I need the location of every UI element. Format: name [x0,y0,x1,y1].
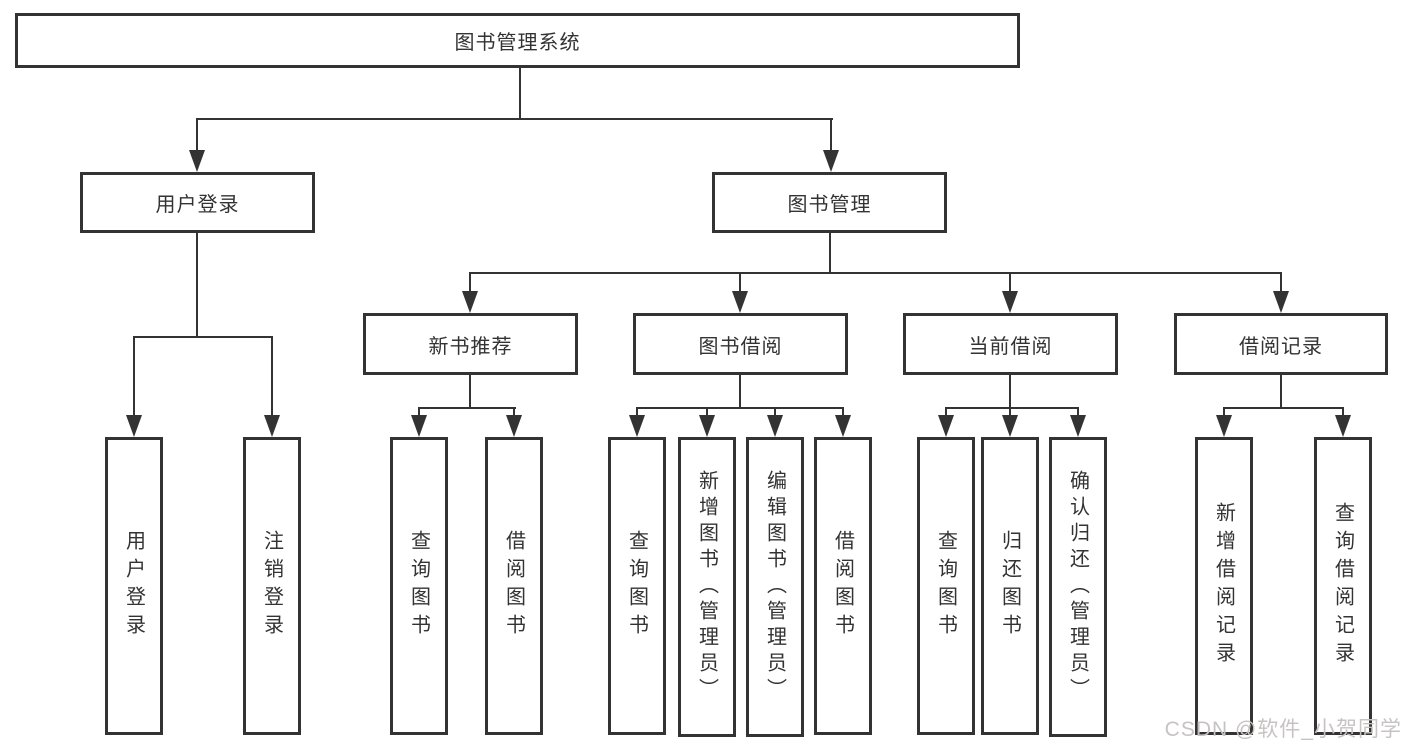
arrowhead-book-borrow-icon [732,291,748,313]
arrowhead-bb-borrow-icon [835,415,851,437]
connector-root-stem [519,68,521,120]
node-leaf-logout: 注销登录 [243,437,301,735]
connector-borrow-records-rail [1223,407,1344,409]
connector-nb-query-drop [418,407,420,419]
node-leaf-bb-borrow: 借阅图书 [814,437,872,735]
node-book-borrow: 图书借阅 [633,313,848,375]
connector-user-login-rail [133,336,273,338]
connector-current-borrow-drop [1009,272,1011,294]
connector-new-books-stem [469,375,471,409]
arrowhead-current-borrow-icon [1002,291,1018,313]
connector-book-borrow-stem [739,375,741,409]
connector-current-borrow-rail [945,407,1079,409]
arrowhead-bb-edit-icon [767,415,783,437]
connector-br-add-drop [1223,407,1225,419]
node-leaf-nb-borrow: 借阅图书 [485,437,543,735]
connector-book-mgmt-drop [830,118,832,152]
watermark: CSDN @软件_小贺同学 [1164,718,1402,741]
connector-current-borrow-stem [1009,375,1011,409]
node-leaf-cb-confirm: 确认归还（管理员） [1049,437,1107,737]
node-leaf-cb-return: 归还图书 [981,437,1039,735]
node-current-borrow: 当前借阅 [903,313,1118,375]
connector-nb-borrow-drop [513,407,515,419]
arrowhead-cb-return-icon [1002,415,1018,437]
node-leaf-br-query: 查询借阅记录 [1314,437,1372,735]
connector-level3-rail [470,272,1281,274]
connector-cb-return-drop [1009,407,1011,419]
node-leaf-login: 用户登录 [105,437,163,735]
arrowhead-nb-query-icon [411,415,427,437]
arrowhead-new-books-icon [462,291,478,313]
connector-borrow-records-stem [1280,375,1282,409]
arrowhead-cb-query-icon [938,415,954,437]
connector-level2-rail [197,118,833,120]
connector-bb-edit-drop [774,407,776,419]
node-leaf-br-add: 新增借阅记录 [1195,437,1253,735]
node-leaf-nb-query: 查询图书 [390,437,448,735]
arrowhead-br-query-icon [1335,415,1351,437]
node-leaf-bb-add: 新增图书（管理员） [678,437,736,737]
connector-book-borrow-rail [636,407,844,409]
arrowhead-cb-confirm-icon [1070,415,1086,437]
node-leaf-bb-edit: 编辑图书（管理员） [746,437,804,737]
connector-new-books-drop [469,272,471,294]
node-root: 图书管理系统 [15,13,1020,68]
connector-bb-query-drop [636,407,638,419]
node-user-login: 用户登录 [80,172,315,233]
arrowhead-bb-query-icon [629,415,645,437]
connector-bb-add-drop [706,407,708,419]
arrowhead-book-mgmt-icon [823,150,839,172]
arrowhead-user-login-icon [189,150,205,172]
connector-login-drop [133,336,135,418]
connector-new-books-rail [418,407,516,409]
arrowhead-nb-borrow-icon [506,415,522,437]
arrowhead-borrow-records-icon [1273,291,1289,313]
arrowhead-br-add-icon [1216,415,1232,437]
arrowhead-login-icon [126,415,142,437]
node-leaf-cb-query: 查询图书 [917,437,975,735]
connector-borrow-records-drop [1280,272,1282,294]
connector-book-mgmt-stem [829,233,831,273]
node-leaf-bb-query: 查询图书 [608,437,666,735]
connector-book-borrow-drop [739,272,741,294]
node-new-books: 新书推荐 [363,313,578,375]
arrowhead-logout-icon [264,415,280,437]
connector-br-query-drop [1342,407,1344,419]
connector-logout-drop [271,336,273,418]
connector-cb-query-drop [945,407,947,419]
connector-user-login-drop [196,118,198,152]
connector-bb-borrow-drop [842,407,844,419]
connector-user-login-stem [196,233,198,338]
node-borrow-records: 借阅记录 [1174,313,1388,375]
node-book-mgmt: 图书管理 [712,172,947,233]
connector-cb-confirm-drop [1077,407,1079,419]
arrowhead-bb-add-icon [699,415,715,437]
